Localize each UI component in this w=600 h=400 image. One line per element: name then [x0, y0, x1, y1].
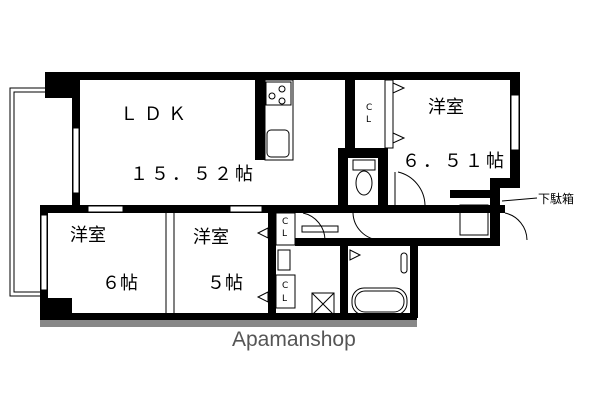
- windows: [40, 94, 520, 291]
- shoe-cabinet-label: 下駄箱: [538, 191, 574, 206]
- closet-doors: [256, 79, 406, 309]
- bedroom-s-name: 洋室: [193, 227, 229, 248]
- closet-label: L: [282, 294, 287, 304]
- room-divider: [165, 213, 175, 313]
- bedroom-ne-name: 洋室: [428, 97, 464, 118]
- closet-label: C: [282, 217, 288, 227]
- closet-label: C: [282, 281, 288, 291]
- walls: [40, 72, 520, 320]
- bathtub: [349, 249, 408, 316]
- closet-label: L: [366, 115, 371, 125]
- leader-line: [501, 197, 538, 202]
- bedroom-sw-size: ６帖: [102, 273, 138, 294]
- bedroom-sw-name: 洋室: [70, 225, 106, 246]
- closet-labels: C L C L C L: [282, 103, 372, 304]
- closet-label: L: [282, 229, 287, 239]
- washroom: [277, 249, 335, 316]
- toilet: [352, 159, 376, 196]
- bedroom-s-size: ５帖: [207, 273, 243, 294]
- ldk-name: ＬＤＫ: [120, 104, 192, 125]
- bedroom-ne-size: ６．５１帖: [402, 151, 507, 172]
- doors: [302, 171, 528, 241]
- ldk-size: １５．５２帖: [130, 164, 256, 185]
- balcony: [9, 87, 45, 297]
- kitchen-counter: [264, 79, 294, 161]
- closet-label: C: [366, 103, 372, 113]
- watermark: Apamanshop: [232, 328, 356, 351]
- floor-edge: [40, 318, 417, 327]
